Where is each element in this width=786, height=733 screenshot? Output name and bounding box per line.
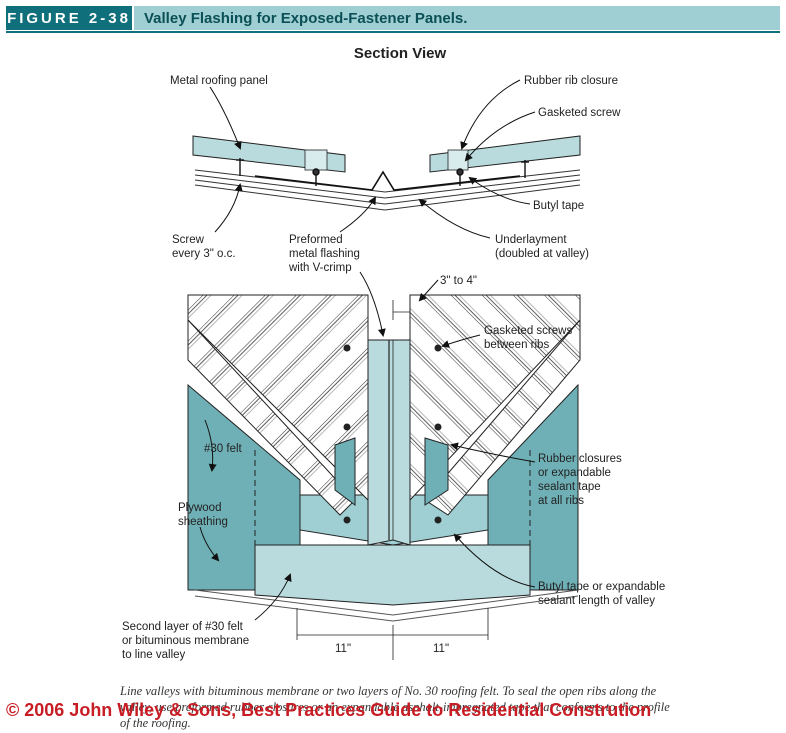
figure-label: FIGURE 2-38: [6, 6, 132, 30]
label-butyl-tape: Butyl tape: [533, 200, 584, 212]
figure-caption: Line valleys with bituminous membrane or…: [120, 684, 670, 730]
label-second-layer: Second layer of #30 felt: [122, 621, 244, 633]
v-crimp-flashing: [254, 170, 521, 191]
section-screws: [236, 158, 529, 186]
label-line-valley: to line valley: [122, 649, 186, 661]
section-title: Section View: [354, 45, 447, 62]
label-screw: Screw: [172, 234, 205, 246]
label-preformed-1: Preformed: [289, 234, 343, 246]
label-sealant-tape: sealant tape: [538, 481, 601, 493]
label-screw-spacing: every 3" o.c.: [172, 248, 236, 260]
figure-header: FIGURE 2-38 Valley Flashing for Exposed-…: [0, 0, 786, 34]
section-view: [192, 79, 581, 239]
label-rubber-rib: Rubber rib closure: [524, 75, 618, 87]
second-layer: [254, 544, 531, 606]
label-plywood: Plywood: [178, 502, 221, 514]
left-rubber-closure: [334, 437, 356, 506]
label-gasketed-screws: Gasketed screws: [484, 325, 572, 337]
label-preformed-2: metal flashing: [289, 248, 360, 260]
label-metal-panel: Metal roofing panel: [170, 75, 268, 87]
label-underlayment-doubled: (doubled at valley): [495, 248, 589, 260]
plan-view: [187, 271, 581, 660]
header-rule: [6, 31, 780, 33]
label-sealant-length: sealant length of valley: [538, 595, 655, 607]
right-rubber-closure: [424, 437, 449, 506]
label-or-expandable: or expandable: [538, 467, 611, 479]
label-dim-right: 11": [433, 643, 449, 655]
label-butyl-valley: Butyl tape or expandable: [538, 581, 665, 593]
label-dim-left: 11": [335, 643, 351, 655]
label-underlayment: Underlayment: [495, 234, 567, 246]
label-bituminous: or bituminous membrane: [122, 635, 249, 647]
plan-screws: [343, 344, 442, 524]
label-felt: #30 felt: [204, 443, 243, 455]
label-at-all-ribs: at all ribs: [538, 495, 584, 507]
label-gasketed-screw: Gasketed screw: [538, 107, 621, 119]
label-preformed-3: with V-crimp: [288, 262, 352, 274]
label-gap: 3" to 4": [440, 275, 477, 287]
label-between-ribs: between ribs: [484, 339, 549, 351]
copyright-notice: © 2006 John Wiley & Sons, Best Practices…: [6, 700, 652, 720]
label-sheathing: sheathing: [178, 516, 228, 528]
label-rubber-closures: Rubber closures: [538, 453, 622, 465]
figure-title: Valley Flashing for Exposed-Fastener Pan…: [134, 6, 780, 30]
